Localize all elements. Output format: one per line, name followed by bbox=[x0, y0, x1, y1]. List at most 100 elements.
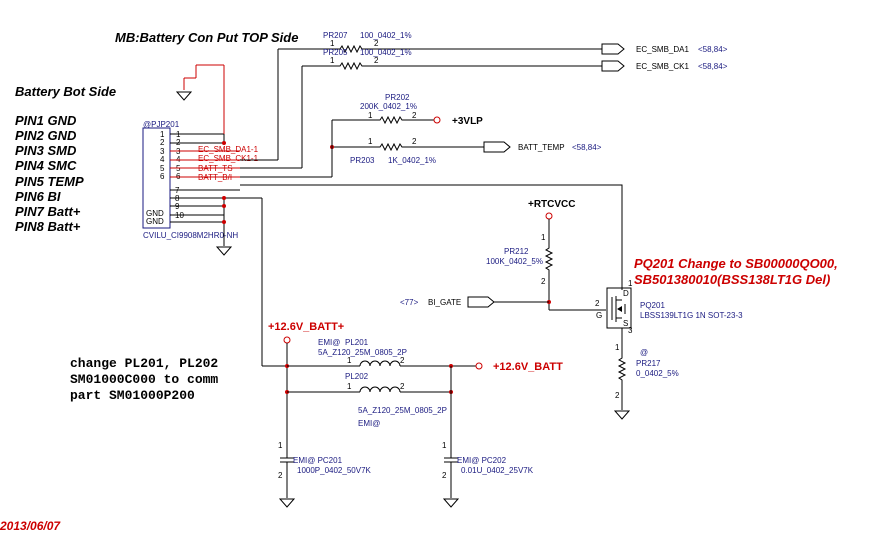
resistor-value: 1K_0402_1% bbox=[388, 156, 436, 165]
resistor-value: 100_0402_1% bbox=[360, 31, 412, 40]
resistor-ref: PR207 bbox=[323, 31, 348, 40]
connector-pjp201: @PJP201 CVILU_CI9908M2HR0-NH 1 2 3 4 5 6… bbox=[142, 120, 262, 246]
resistor-pin: 1 bbox=[368, 137, 373, 146]
connector-gnd-label: GND bbox=[146, 209, 164, 218]
inductor-pin: 2 bbox=[400, 382, 405, 391]
note-pl-line1: change PL201, PL202 bbox=[70, 356, 218, 371]
pin-list-item: PIN5 TEMP bbox=[15, 174, 84, 189]
pin-list-item: PIN2 GND bbox=[15, 128, 77, 143]
inductor-value: 5A_Z120_25M_0805_2P bbox=[358, 406, 447, 415]
offpage-ref: <58,84> bbox=[572, 143, 602, 152]
ground-symbol bbox=[613, 410, 631, 420]
ground-symbol bbox=[215, 246, 233, 256]
inductor-pin: 2 bbox=[400, 356, 405, 365]
resistor-ref: PR202 bbox=[385, 93, 410, 102]
resistor-ref: PR217 bbox=[636, 359, 661, 368]
note-pq201-line2: SB501380010(BSS138LT1G Del) bbox=[634, 272, 830, 287]
resistor-pin: 2 bbox=[374, 56, 379, 65]
pin-list-item: PIN3 SMD bbox=[15, 143, 77, 158]
offpage-ref: <58,84> bbox=[698, 45, 728, 54]
resistor-at: @ bbox=[640, 348, 648, 357]
title-mb-top: MB:Battery Con Put TOP Side bbox=[115, 30, 298, 45]
offpage-label: EC_SMB_DA1 bbox=[636, 45, 689, 54]
capacitor-value: 0.01U_0402_25V7K bbox=[461, 466, 534, 475]
offpage-label: BATT_TEMP bbox=[518, 143, 565, 152]
inductor-pin: 1 bbox=[347, 382, 352, 391]
offpage-label: BI_GATE bbox=[428, 298, 461, 307]
offpage-ec-smb-da1: EC_SMB_DA1 <58,84> bbox=[601, 43, 728, 55]
offpage-batt-temp: BATT_TEMP <58,84> bbox=[483, 141, 602, 153]
resistor-pin: 2 bbox=[615, 391, 620, 400]
resistor-value: 200K_0402_1% bbox=[360, 102, 417, 111]
inductor-emi: EMI@ bbox=[358, 419, 380, 428]
pin-list-item: PIN7 Batt+ bbox=[15, 204, 81, 219]
capacitor-ref: EMI@ PC201 bbox=[293, 456, 343, 465]
resistor-value: 100K_0402_5% bbox=[486, 257, 543, 266]
net-label-batt-bi: BATT_B/I bbox=[198, 173, 232, 182]
capacitor-value: 1000P_0402_50V7K bbox=[297, 466, 372, 475]
capacitor-pin: 1 bbox=[278, 441, 283, 450]
inductor-pin: 1 bbox=[347, 356, 352, 365]
net-label-smb-ck1-1: EC_SMB_CK1-1 bbox=[198, 154, 259, 163]
ground-symbol bbox=[175, 64, 225, 134]
resistor-pin: 1 bbox=[368, 111, 373, 120]
note-date: 2013/06/07 bbox=[0, 519, 61, 533]
connector-pin: 3 bbox=[160, 147, 165, 156]
power-batt-plus: +12.6V_BATT+ bbox=[268, 321, 344, 333]
connector-ref: @PJP201 bbox=[143, 120, 180, 129]
connector-body bbox=[142, 127, 171, 229]
mosfet-pin: 3 bbox=[628, 326, 633, 335]
connector-pin: 2 bbox=[160, 138, 165, 147]
net-label-batt-ts: BATT_TS bbox=[198, 164, 233, 173]
mosfet-part: LBSS139LT1G 1N SOT-23-3 bbox=[640, 311, 743, 320]
power-rtcvcc: +RTCVCC bbox=[528, 199, 576, 210]
pin-list-item: PIN8 Batt+ bbox=[15, 219, 81, 234]
inductor-pl202: PL202 1 2 5A_Z120_25M_0805_2P EMI@ bbox=[287, 372, 451, 428]
capacitor-ref: EMI@ PC202 bbox=[457, 456, 507, 465]
power-3vlp: +3VLP bbox=[452, 116, 483, 127]
inductor-value: 5A_Z120_25M_0805_2P bbox=[318, 348, 407, 357]
capacitor-pin: 1 bbox=[442, 441, 447, 450]
resistor-pin: 2 bbox=[374, 39, 379, 48]
mosfet-pin: 1 bbox=[628, 279, 633, 288]
connector-part: CVILU_CI9908M2HR0-NH bbox=[143, 231, 238, 240]
pin-list-item: PIN4 SMC bbox=[15, 158, 77, 173]
connector-pin: 1 bbox=[160, 130, 165, 139]
resistor-pr202: PR202 200K_0402_1% 1 2 bbox=[332, 93, 441, 125]
mosfet-s: S bbox=[623, 319, 628, 328]
resistor-pin: 2 bbox=[412, 111, 417, 120]
capacitor-pin: 2 bbox=[278, 471, 283, 480]
resistor-pin: 2 bbox=[541, 277, 546, 286]
pin-list: PIN1 GND PIN2 GND PIN3 SMD PIN4 SMC PIN5… bbox=[15, 113, 84, 234]
connector-pin: 6 bbox=[160, 172, 165, 181]
inductor-ref: PL201 bbox=[345, 338, 369, 347]
mosfet-pin: 2 bbox=[595, 299, 600, 308]
pin-list-item: PIN1 GND bbox=[15, 113, 77, 128]
inductor-emi: EMI@ bbox=[318, 338, 340, 347]
resistor-pin: 1 bbox=[615, 343, 620, 352]
inductor-pl201: EMI@ PL201 5A_Z120_25M_0805_2P 1 2 bbox=[287, 338, 476, 367]
mosfet-pq201: 2 1 3 D G S PQ201 LBSS139LT1G 1N SOT-23-… bbox=[595, 279, 743, 335]
offpage-ref: <77> bbox=[400, 298, 419, 307]
capacitor-pin: 2 bbox=[442, 471, 447, 480]
resistor-pin: 1 bbox=[330, 56, 335, 65]
offpage-ec-smb-ck1: EC_SMB_CK1 <58,84> bbox=[601, 60, 728, 72]
resistor-pr205: PR205 100_0402_1% 1 2 bbox=[302, 48, 602, 71]
connector-gnd-label: GND bbox=[146, 217, 164, 226]
connector-pin: 4 bbox=[160, 155, 165, 164]
offpage-ref: <58,84> bbox=[698, 62, 728, 71]
net-label-smb-da1-1: EC_SMB_DA1-1 bbox=[198, 145, 259, 154]
mosfet-ref: PQ201 bbox=[640, 301, 665, 310]
resistor-pr217: 1 @ PR217 0_0402_5% 2 bbox=[615, 343, 679, 410]
offpage-bi-gate: <77> BI_GATE bbox=[400, 296, 495, 308]
resistor-value: 100_0402_1% bbox=[360, 48, 412, 57]
mosfet-d: D bbox=[623, 289, 629, 298]
resistor-pin: 1 bbox=[541, 233, 546, 242]
connector-pin: 5 bbox=[160, 164, 165, 173]
resistor-ref: PR203 bbox=[350, 156, 375, 165]
resistor-ref: PR205 bbox=[323, 48, 348, 57]
resistor-value: 0_0402_5% bbox=[636, 369, 679, 378]
resistor-pr203: 1 2 PR203 1K_0402_1% bbox=[330, 137, 484, 165]
pin-list-item: PIN6 BI bbox=[15, 189, 61, 204]
